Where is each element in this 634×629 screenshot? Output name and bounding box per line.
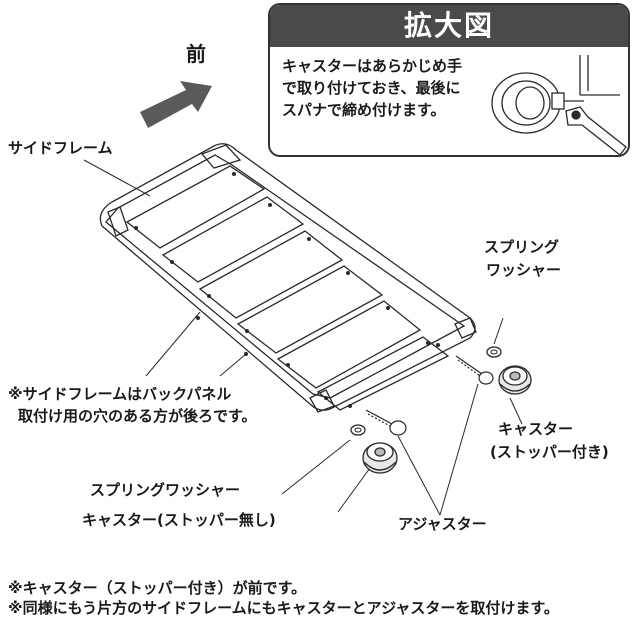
label-spring-washer-right-2: ワッシャー	[486, 261, 562, 279]
spring-washer-right-icon	[486, 346, 502, 358]
footnotes: ※キャスター（ストッパー付き）が前です。 ※同様にもう片方のサイドフレームにもキ…	[8, 578, 628, 618]
front-arrow-icon	[140, 81, 212, 128]
caster-no-stopper-icon	[362, 442, 398, 474]
label-side-frame: サイドフレーム	[8, 139, 113, 157]
enlarged-view-callout: 拡大図 キャスターはあらかじめ手で取り付けておき、最後にスパナで締め付けます。	[268, 3, 630, 157]
label-spring-washer-right-1: スプリング	[484, 238, 560, 256]
adjuster-bolt-left-icon	[365, 409, 407, 436]
label-side-frame-note-1: ※サイドフレームはバックパネル	[8, 385, 232, 403]
callout-header: 拡大図	[270, 5, 628, 47]
label-adjuster: アジャスター	[398, 515, 487, 533]
label-caster-stopper-1: キャスター	[498, 420, 574, 438]
label-side-frame-note-2: 取付け用の穴のある方が後ろです。	[18, 407, 257, 425]
spring-washer-left-icon	[350, 424, 366, 436]
adjuster-bolt-right-icon	[455, 355, 494, 385]
wrench-caster-detail-icon	[491, 55, 627, 155]
leader-lines	[83, 159, 523, 516]
label-spring-washer-left: スプリングワッシャー	[90, 481, 241, 499]
footnote-1: ※キャスター（ストッパー付き）が前です。	[8, 579, 307, 597]
front-label: 前	[186, 42, 206, 66]
footnote-2: ※同様にもう片方のサイドフレームにもキャスターとアジャスターを取付けます。	[8, 599, 559, 617]
callout-text: キャスターはあらかじめ手で取り付けておき、最後にスパナで締め付けます。	[282, 57, 463, 119]
caster-stopper-icon	[498, 365, 532, 395]
label-caster-no-stopper: キャスター(ストッパー無し)	[82, 511, 276, 529]
callout-title: 拡大図	[403, 9, 494, 42]
side-frame	[99, 143, 477, 413]
label-caster-stopper-2: (ストッパー付き)	[490, 443, 609, 461]
